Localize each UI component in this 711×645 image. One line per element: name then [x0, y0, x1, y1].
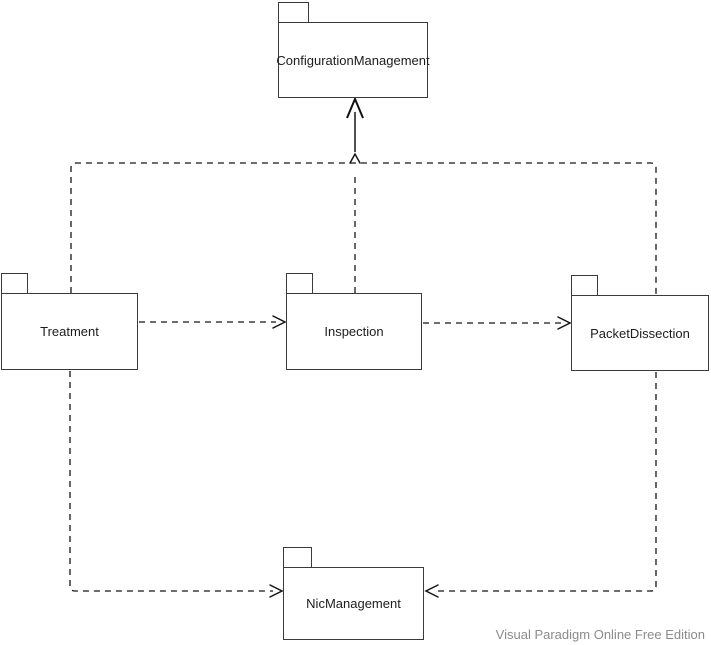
dependency-treatment-to-inspection[interactable] — [139, 315, 287, 329]
dependency-inspection-to-packetdissection[interactable] — [423, 316, 572, 330]
package-treatment[interactable]: Treatment — [1, 273, 138, 370]
dependency-arrow-into-configurationmanagement[interactable] — [346, 96, 364, 152]
dependency-packetdissection-to-nicmanagement[interactable] — [424, 372, 657, 598]
package-body[interactable]: NicManagement — [283, 567, 424, 640]
package-label: NicManagement — [306, 596, 401, 611]
package-label: PacketDissection — [590, 325, 690, 341]
package-inspection[interactable]: Inspection — [286, 273, 422, 370]
package-tab-icon — [1, 273, 28, 293]
package-label: Treatment — [40, 324, 99, 339]
dependency-treatment-to-nicmanagement[interactable] — [69, 371, 284, 598]
package-body[interactable]: PacketDissection — [571, 295, 709, 371]
package-tab-icon — [283, 547, 312, 567]
package-label: ConfigurationManagement — [276, 52, 430, 68]
package-tab-icon — [286, 273, 313, 293]
package-tab-icon — [278, 2, 309, 22]
dependency-inspection-to-configurationmanagement[interactable] — [349, 152, 361, 293]
package-configurationmanagement[interactable]: ConfigurationManagement — [276, 2, 430, 98]
package-tab-icon — [571, 275, 598, 295]
watermark-text: Visual Paradigm Online Free Edition — [495, 627, 705, 642]
package-body[interactable]: Treatment — [1, 293, 138, 370]
dependency-bus-to-configurationmanagement[interactable] — [70, 162, 657, 295]
package-packetdissection[interactable]: PacketDissection — [571, 275, 709, 371]
package-body[interactable]: Inspection — [286, 293, 422, 370]
package-label: Inspection — [324, 324, 384, 339]
package-nicmanagement[interactable]: NicManagement — [283, 547, 424, 640]
package-body[interactable]: ConfigurationManagement — [276, 22, 430, 98]
